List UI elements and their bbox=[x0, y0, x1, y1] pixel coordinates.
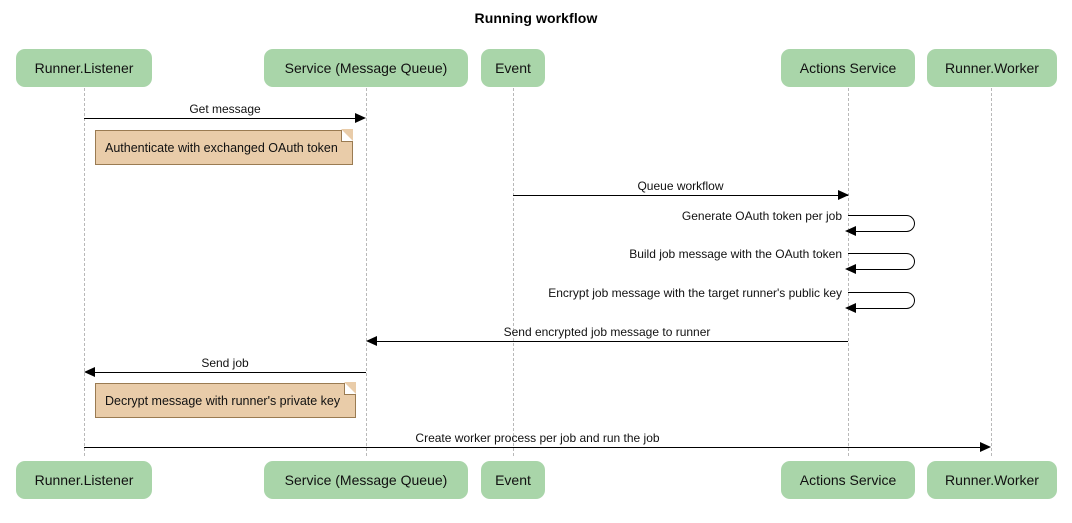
arrow-head-left-encrypt-job-message bbox=[845, 303, 856, 313]
message-label-generate-oauth-token: Generate OAuth token per job bbox=[681, 209, 842, 223]
message-label-queue-workflow: Queue workflow bbox=[637, 179, 724, 193]
participant-header-event[interactable]: Event bbox=[481, 49, 545, 87]
participant-footer-runner-worker[interactable]: Runner.Worker bbox=[927, 461, 1057, 499]
participant-footer-event[interactable]: Event bbox=[481, 461, 545, 499]
participant-label: Runner.Worker bbox=[945, 472, 1039, 488]
participant-header-service-message-queue[interactable]: Service (Message Queue) bbox=[264, 49, 468, 87]
participant-label: Runner.Listener bbox=[34, 60, 134, 76]
message-label-encrypt-job-message: Encrypt job message with the target runn… bbox=[548, 286, 842, 300]
participant-label: Event bbox=[495, 472, 531, 488]
self-loop-generate-oauth-token bbox=[848, 215, 915, 232]
note-fold-icon bbox=[344, 382, 356, 395]
message-line-create-worker-process bbox=[84, 447, 989, 448]
message-line-queue-workflow bbox=[513, 195, 848, 196]
message-label-build-job-message: Build job message with the OAuth token bbox=[629, 247, 842, 261]
note-fold-icon bbox=[341, 129, 353, 142]
self-loop-encrypt-job-message bbox=[848, 292, 915, 309]
note-authenticate: Authenticate with exchanged OAuth token bbox=[95, 129, 353, 165]
participant-header-runner-listener[interactable]: Runner.Listener bbox=[16, 49, 152, 87]
participant-label: Actions Service bbox=[799, 472, 897, 488]
participant-label: Service (Message Queue) bbox=[284, 472, 448, 488]
arrow-head-right-queue-workflow bbox=[838, 190, 849, 200]
message-line-send-encrypted-job-message bbox=[369, 341, 848, 342]
message-line-send-job bbox=[87, 372, 366, 373]
arrow-head-right-create-worker-process bbox=[980, 442, 991, 452]
participant-label: Service (Message Queue) bbox=[284, 60, 448, 76]
participant-footer-actions-service[interactable]: Actions Service bbox=[781, 461, 915, 499]
arrow-head-left-generate-oauth-token bbox=[845, 226, 856, 236]
message-label-send-encrypted-job-message: Send encrypted job message to runner bbox=[503, 325, 711, 339]
participant-label: Event bbox=[495, 60, 531, 76]
note-text: Decrypt message with runner's private ke… bbox=[105, 393, 341, 408]
arrow-head-left-send-job bbox=[84, 367, 95, 377]
participant-label: Actions Service bbox=[799, 60, 897, 76]
lifeline-runner-worker bbox=[991, 88, 992, 456]
lifeline-service-message-queue bbox=[366, 88, 367, 456]
self-loop-build-job-message bbox=[848, 253, 915, 270]
arrow-head-right-get-message bbox=[355, 113, 366, 123]
note-text: Authenticate with exchanged OAuth token bbox=[105, 140, 338, 155]
arrow-head-left-build-job-message bbox=[845, 264, 856, 274]
participant-footer-service-message-queue[interactable]: Service (Message Queue) bbox=[264, 461, 468, 499]
participant-header-runner-worker[interactable]: Runner.Worker bbox=[927, 49, 1057, 87]
message-label-send-job: Send job bbox=[201, 356, 249, 370]
participant-footer-runner-listener[interactable]: Runner.Listener bbox=[16, 461, 152, 499]
note-decrypt: Decrypt message with runner's private ke… bbox=[95, 382, 356, 418]
participant-label: Runner.Worker bbox=[945, 60, 1039, 76]
message-label-get-message: Get message bbox=[189, 102, 261, 116]
lifeline-event bbox=[513, 88, 514, 456]
page-title: Running workflow bbox=[474, 10, 598, 26]
arrow-head-left-send-encrypted-job-message bbox=[366, 336, 377, 346]
participant-label: Runner.Listener bbox=[34, 472, 134, 488]
participant-header-actions-service[interactable]: Actions Service bbox=[781, 49, 915, 87]
message-label-create-worker-process: Create worker process per job and run th… bbox=[415, 431, 660, 445]
lifeline-runner-listener bbox=[84, 88, 85, 456]
message-line-get-message bbox=[84, 118, 364, 119]
